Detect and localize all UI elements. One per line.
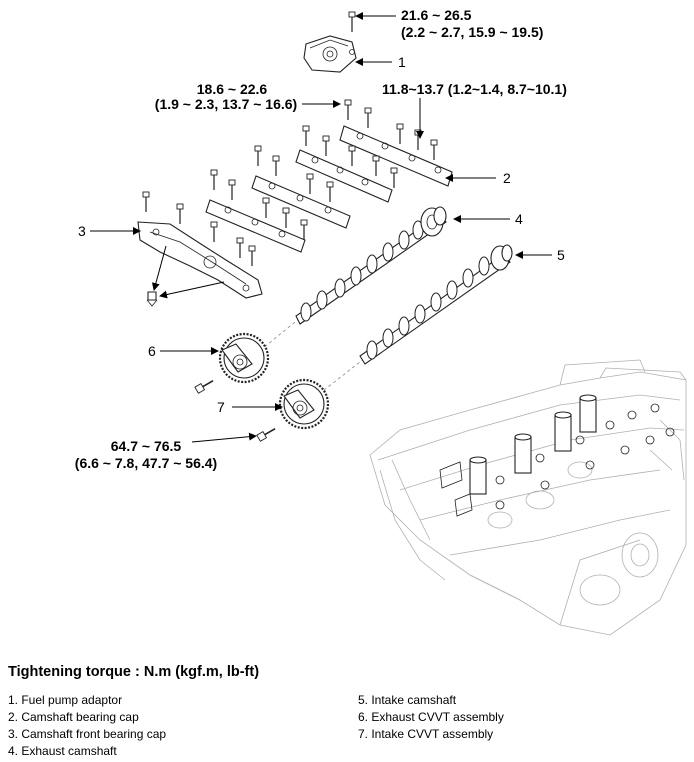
- legend-item: 4. Exhaust camshaft: [8, 744, 117, 758]
- legend-list-right: 5. Intake camshaft 6. Exhaust CVVT assem…: [358, 692, 504, 743]
- part-number-7: 7: [217, 399, 225, 415]
- torque-cap-value: 18.6 ~ 22.6: [197, 81, 268, 97]
- fuel-pump-adaptor: [303, 11, 357, 73]
- torque-cvvt-value: 64.7 ~ 76.5: [111, 438, 182, 454]
- intake-cvvt-assembly: [256, 378, 330, 442]
- torque-cap-right: 11.8~13.7 (1.2~1.4, 8.7~10.1): [382, 81, 567, 97]
- torque-cvvt-units: (6.6 ~ 7.8, 47.7 ~ 56.4): [75, 455, 217, 471]
- part-number-1: 1: [398, 54, 406, 70]
- part-number-2: 2: [503, 170, 511, 186]
- legend-title: Tightening torque : N.m (kgf.m, lb-ft): [8, 664, 260, 680]
- leader-dowel-a: [151, 245, 167, 291]
- camshaft-bearing-caps-right: [205, 99, 453, 253]
- part-number-3: 3: [78, 223, 86, 239]
- part-number-6: 6: [148, 343, 156, 359]
- legend-item: 2. Camshaft bearing cap: [8, 710, 139, 724]
- legend-item: 3. Camshaft front bearing cap: [8, 727, 167, 741]
- exhaust-camshaft: [295, 206, 447, 325]
- cylinder-head-illustration: [369, 359, 687, 636]
- torque-top-value: 21.6 ~ 26.5: [401, 7, 472, 23]
- legend-item: 5. Intake camshaft: [358, 693, 457, 707]
- leader-torque-cvvt: [191, 432, 257, 443]
- part-number-4: 4: [515, 211, 523, 227]
- legend-item: 6. Exhaust CVVT assembly: [358, 710, 504, 724]
- intake-camshaft: [359, 244, 513, 365]
- legend-item: 7. Intake CVVT assembly: [358, 727, 494, 741]
- torque-top-units: (2.2 ~ 2.7, 15.9 ~ 19.5): [401, 24, 543, 40]
- leader-dowel-b: [159, 281, 225, 299]
- exploded-view-diagram: 21.6 ~ 26.5 (2.2 ~ 2.7, 15.9 ~ 19.5) 18.…: [75, 7, 687, 636]
- camshaft-front-bearing-cap: [137, 191, 263, 307]
- legend-item: 1. Fuel pump adaptor: [8, 693, 123, 707]
- torque-cap-units: (1.9 ~ 2.3, 13.7 ~ 16.6): [155, 96, 297, 112]
- part-number-5: 5: [557, 247, 565, 263]
- legend-list-left: 1. Fuel pump adaptor 2. Camshaft bearing…: [8, 692, 166, 760]
- exhaust-cvvt-assembly: [194, 332, 270, 394]
